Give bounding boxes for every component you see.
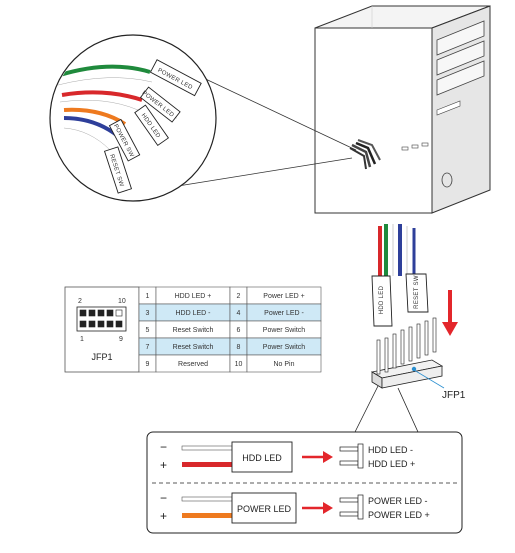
pin-table-row: 1 HDD LED + 2 Power LED + xyxy=(138,286,322,305)
pin-signal-cell: Power LED + xyxy=(263,293,304,300)
pin-table-row: 7 Reset Switch 8 Power Switch xyxy=(138,337,322,356)
pin-number-cell: 8 xyxy=(237,344,241,351)
pin-number-cell: 3 xyxy=(146,310,150,317)
plus-sign: + xyxy=(160,509,167,523)
connector-label: HDD LED xyxy=(242,453,282,463)
pin-signal-cell: Power LED - xyxy=(264,310,304,317)
pin-number-cell: 10 xyxy=(235,361,243,368)
pin-number-cell: 7 xyxy=(146,344,150,351)
pin-number-label: 10 xyxy=(118,298,126,305)
hdd-led-connector xyxy=(231,441,293,473)
minus-sign: − xyxy=(160,440,167,454)
header-callout-label: JFP1 xyxy=(442,390,466,401)
red-arrow-icon xyxy=(302,451,333,463)
pin-number-cell: 1 xyxy=(146,293,150,300)
red-arrow-icon xyxy=(302,502,333,514)
pin-number-cell: 9 xyxy=(146,361,150,368)
pin-number-label: 9 xyxy=(119,336,123,343)
header-footprint-icon xyxy=(76,306,127,332)
hdd-led-wiring: − + HDD LED HDD LED - HDD LED + xyxy=(160,440,415,473)
pin-signal-cell: Reset Switch xyxy=(173,327,214,334)
pin-number-cell: 6 xyxy=(237,327,241,334)
jfp1-header-pins xyxy=(370,317,444,389)
pin-table-row: 9 Reserved 10 No Pin xyxy=(138,354,322,373)
pin-number-cell: 4 xyxy=(237,310,241,317)
pin-signal-cell: Power Switch xyxy=(263,327,306,334)
power-led-connector xyxy=(231,492,297,524)
header-name: JFP1 xyxy=(91,352,112,362)
pin-minus-label: POWER LED - xyxy=(368,496,428,506)
insert-arrow-icon xyxy=(442,290,458,336)
pin-plus-label: POWER LED + xyxy=(368,510,430,520)
pin-minus-label: HDD LED - xyxy=(368,445,413,455)
mounted-connector-hdd-led: HDD LED xyxy=(371,275,393,327)
svg-text:HDD LED: HDD LED xyxy=(379,285,385,314)
svg-text:RESET SW: RESET SW xyxy=(414,275,420,309)
wiring-detail-box: − + HDD LED HDD LED - HDD LED + − + POWE… xyxy=(146,431,463,534)
pin-signal-cell: Reset Switch xyxy=(173,344,214,351)
pin-signal-cell: Power Switch xyxy=(263,344,306,351)
pin-signal-cell: No Pin xyxy=(273,361,294,368)
pin-plus-label: HDD LED + xyxy=(368,459,415,469)
mounted-connector-reset-sw: RESET SW xyxy=(405,273,429,313)
pin-signal-cell: HDD LED - xyxy=(175,310,211,317)
power-button-icon xyxy=(441,172,453,188)
pin-table-row: 3 HDD LED - 4 Power LED - xyxy=(138,303,322,322)
jfp1-pin-table: 2 10 1 9 JFP1 1 HDD LED + 2 Power LED + 3 HDD… xyxy=(64,286,322,373)
connector-label: POWER LED xyxy=(237,504,292,514)
header-cable-illustration: HDD LED RESET SW JFP1 xyxy=(354,224,466,433)
pin-signal-cell: Reserved xyxy=(178,361,208,368)
pin-number-label: 2 xyxy=(78,298,82,305)
minus-sign: − xyxy=(160,491,167,505)
pc-case-illustration xyxy=(314,5,491,214)
plus-sign: + xyxy=(160,458,167,472)
pin-table-rows: 1 HDD LED + 2 Power LED + 3 HDD LED - 4 Power L… xyxy=(138,286,322,373)
pin-signal-cell: HDD LED + xyxy=(175,293,212,300)
pin-number-cell: 5 xyxy=(146,327,150,334)
pin-number-label: 1 xyxy=(80,336,84,343)
magnifier-callout: POWER LED POWER LED - HDD LED POWER SW R… xyxy=(49,34,357,202)
pin-table-row: 5 Reset Switch 6 Power Switch xyxy=(138,320,322,339)
power-led-wiring: − + POWER LED POWER LED - POWER LED + xyxy=(160,491,430,524)
pin-number-cell: 2 xyxy=(237,293,241,300)
